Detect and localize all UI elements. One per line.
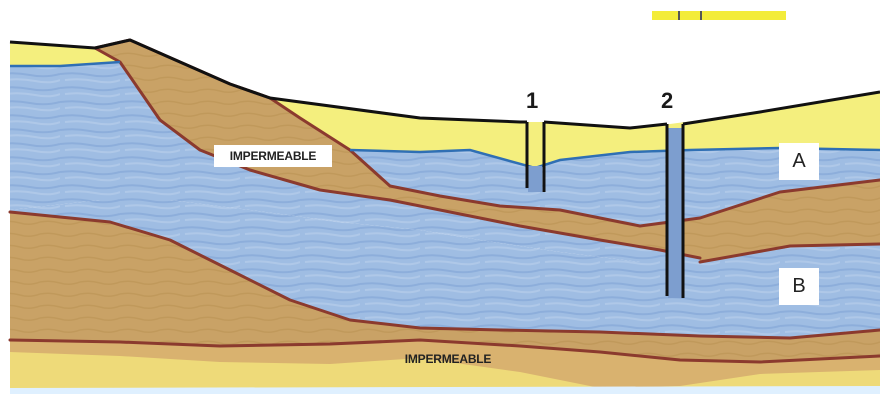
aquifer-a-label: A (779, 143, 819, 180)
well-2-water (668, 128, 682, 298)
aquifer-b-label: B (779, 268, 819, 305)
impermeable-label-lower: IMPERMEABLE (394, 348, 502, 370)
well-1-label: 1 (526, 88, 538, 114)
impermeable-label-upper: IMPERMEABLE (214, 145, 332, 167)
well-2-label: 2 (661, 88, 673, 114)
well-1-water (528, 166, 542, 192)
